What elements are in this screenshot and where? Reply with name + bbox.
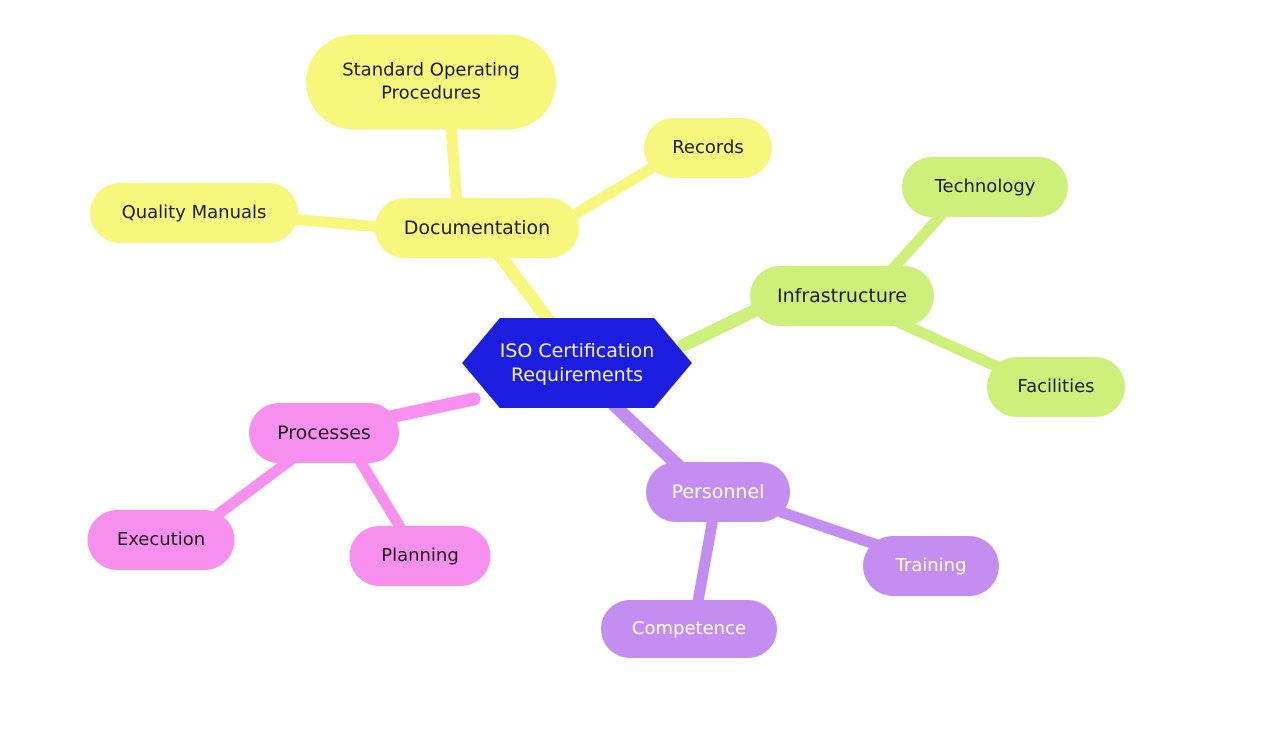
- edges-layer: [207, 120, 1006, 613]
- node-execution-label: Execution: [117, 529, 205, 550]
- node-infrastructure-shape: [750, 266, 934, 326]
- node-standard-operating-procedures-shape: [306, 34, 556, 130]
- node-competence-label: Competence: [632, 618, 746, 639]
- edge-documentation-records: [566, 162, 658, 222]
- node-quality-manuals-shape: [90, 183, 298, 243]
- node-competence[interactable]: Competence: [601, 600, 777, 658]
- node-documentation[interactable]: Documentation: [375, 198, 579, 258]
- node-documentation-shape: [375, 198, 579, 258]
- node-planning-label: Planning: [381, 545, 459, 566]
- node-technology-label: Technology: [934, 176, 1036, 197]
- edge-processes-planning: [351, 450, 409, 538]
- node-processes-label: Processes: [277, 422, 371, 444]
- edge-root-documentation: [490, 245, 563, 337]
- node-personnel-shape: [646, 462, 790, 522]
- node-facilities[interactable]: Facilities: [987, 357, 1125, 417]
- node-quality-manuals-label: Quality Manuals: [122, 202, 267, 223]
- node-facilities-label: Facilities: [1017, 376, 1094, 397]
- edge-root-infrastructure: [677, 301, 767, 352]
- node-facilities-shape: [987, 357, 1125, 417]
- node-processes[interactable]: Processes: [249, 403, 399, 463]
- edge-processes-execution: [207, 450, 302, 524]
- node-infrastructure-label: Infrastructure: [777, 285, 907, 307]
- node-training[interactable]: Training: [863, 536, 999, 596]
- node-execution-shape: [87, 510, 235, 570]
- node-quality-manuals[interactable]: Quality Manuals: [90, 183, 298, 243]
- edge-documentation-quality-manuals: [284, 213, 387, 233]
- node-planning[interactable]: Planning: [349, 526, 491, 586]
- edge-personnel-training: [775, 506, 892, 554]
- node-personnel-label: Personnel: [672, 481, 765, 503]
- node-technology[interactable]: Technology: [902, 157, 1068, 217]
- node-documentation-label: Documentation: [404, 217, 550, 239]
- edge-documentation-sop: [445, 120, 463, 211]
- node-technology-shape: [902, 157, 1068, 217]
- node-training-label: Training: [894, 555, 966, 576]
- node-execution[interactable]: Execution: [87, 510, 235, 570]
- node-records[interactable]: Records: [644, 118, 772, 178]
- node-records-shape: [644, 118, 772, 178]
- node-root-shape: [462, 318, 692, 408]
- edge-root-personnel: [608, 399, 690, 477]
- node-records-label: Records: [672, 137, 744, 158]
- edge-infrastructure-facilities: [892, 316, 1006, 374]
- node-infrastructure[interactable]: Infrastructure: [750, 266, 934, 326]
- node-processes-shape: [249, 403, 399, 463]
- edge-infrastructure-technology: [884, 206, 950, 278]
- edge-personnel-competence: [691, 512, 719, 613]
- node-competence-shape: [601, 600, 777, 658]
- node-personnel[interactable]: Personnel: [646, 462, 790, 522]
- node-planning-shape: [349, 526, 491, 586]
- node-training-shape: [863, 536, 999, 596]
